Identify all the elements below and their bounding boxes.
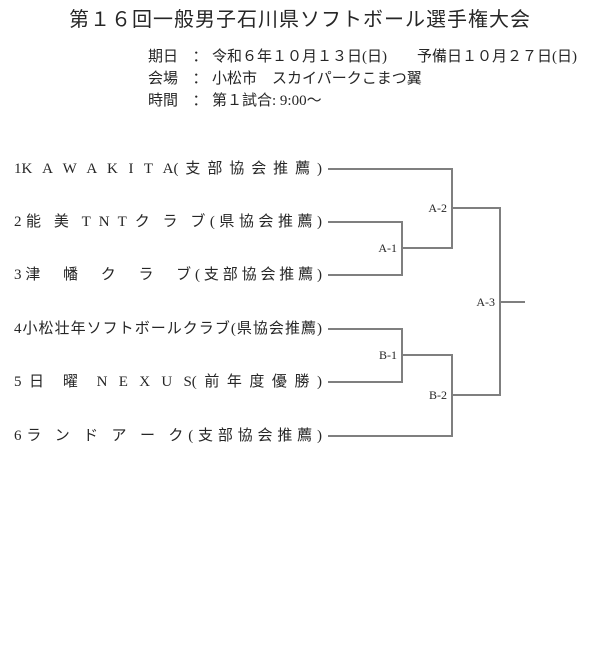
info-separator: ： xyxy=(192,49,208,65)
bracket-line-team4 xyxy=(328,328,402,330)
team-row-1: 1K A W A K I T A(支部協会推薦) xyxy=(14,161,322,177)
info-row-date: 期日 ： 令和６年１０月１３日(日) 予備日１０月２７日(日) xyxy=(148,46,577,68)
info-value-time: 第１試合: 9:00～ xyxy=(212,93,322,109)
winner-line xyxy=(499,301,525,303)
bracket-line-a1-out xyxy=(401,247,452,249)
match-label-b1: B-1 xyxy=(379,348,397,362)
info-separator: ： xyxy=(192,93,208,109)
team-row-2: 2能 美 T N T ク ラ ブ(県協会推薦) xyxy=(14,214,322,230)
team-row-5: 5日 曜 N E X U S(前年度優勝) xyxy=(14,374,322,390)
bracket-line-a2-out xyxy=(451,207,500,209)
info-separator: ： xyxy=(192,71,208,87)
bracket-line-team6 xyxy=(328,435,452,437)
bracket-line-team5 xyxy=(328,381,402,383)
info-label-venue: 会場 xyxy=(148,71,179,87)
info-row-time: 時間 ： 第１試合: 9:00～ xyxy=(148,90,577,112)
match-label-a1: A-1 xyxy=(378,241,397,255)
info-label-date: 期日 xyxy=(148,49,179,65)
match-label-a2: A-2 xyxy=(428,201,447,215)
match-label-b2: B-2 xyxy=(429,388,447,402)
bracket-line-b2-out xyxy=(451,394,501,396)
info-label-time: 時間 xyxy=(148,93,179,109)
team-row-3: 3津 幡 ク ラ ブ(支部協会推薦) xyxy=(14,267,322,283)
info-value-venue: 小松市 スカイパークこまつ翼 xyxy=(212,71,422,87)
match-label-a3: A-3 xyxy=(476,295,495,309)
bracket-line-team3 xyxy=(328,274,402,276)
info-row-venue: 会場 ： 小松市 スカイパークこまつ翼 xyxy=(148,68,577,90)
page-title: 第１６回一般男子石川県ソフトボール選手権大会 xyxy=(69,9,531,31)
team-row-6: 6ラ ン ド ア ー ク(支部協会推薦) xyxy=(14,428,322,444)
event-info: 期日 ： 令和６年１０月１３日(日) 予備日１０月２７日(日) 会場 ： 小松市… xyxy=(148,46,577,112)
bracket-line-b1-out xyxy=(401,354,452,356)
info-value-date: 令和６年１０月１３日(日) 予備日１０月２７日(日) xyxy=(212,49,577,65)
bracket-line-team1 xyxy=(328,168,452,170)
bracket-line-team2 xyxy=(328,221,402,223)
team-row-4: 4小松壮年ソフトボールクラブ(県協会推薦) xyxy=(14,321,322,337)
